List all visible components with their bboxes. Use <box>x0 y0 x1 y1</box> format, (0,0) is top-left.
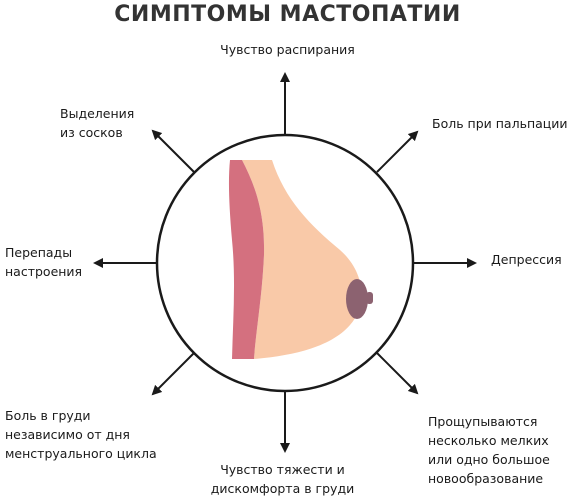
symptom-breast-pain-any-cycle-day: Боль в груди независимо от дня менструал… <box>5 408 157 461</box>
symptom-depression: Депрессия <box>491 252 562 267</box>
arrow-bottom-right <box>376 352 419 395</box>
arrow-top-right <box>376 130 419 173</box>
symptom-nipple-discharge: Выделения из сосков <box>60 106 135 140</box>
areola <box>346 279 368 319</box>
symptom-mood-swings: Перепады настроения <box>5 245 83 279</box>
nipple <box>366 292 373 304</box>
page-title: СИМПТОМЫ МАСТОПАТИИ <box>114 2 461 27</box>
symptom-pain-on-palpation: Боль при пальпации <box>432 116 568 131</box>
arrow-bottom-left <box>151 352 195 396</box>
symptom-palpable-lumps: Прощупываются несколько мелких или одно … <box>428 414 550 486</box>
breast-illustration <box>228 160 373 359</box>
symptom-heaviness-discomfort: Чувство тяжести и дискомфорта в груди <box>210 462 355 496</box>
breast-tissue <box>242 160 362 359</box>
symptom-feeling-of-fullness: Чувство распирания <box>220 42 355 57</box>
arrow-top-left <box>151 129 195 173</box>
chest-muscle <box>228 160 265 359</box>
